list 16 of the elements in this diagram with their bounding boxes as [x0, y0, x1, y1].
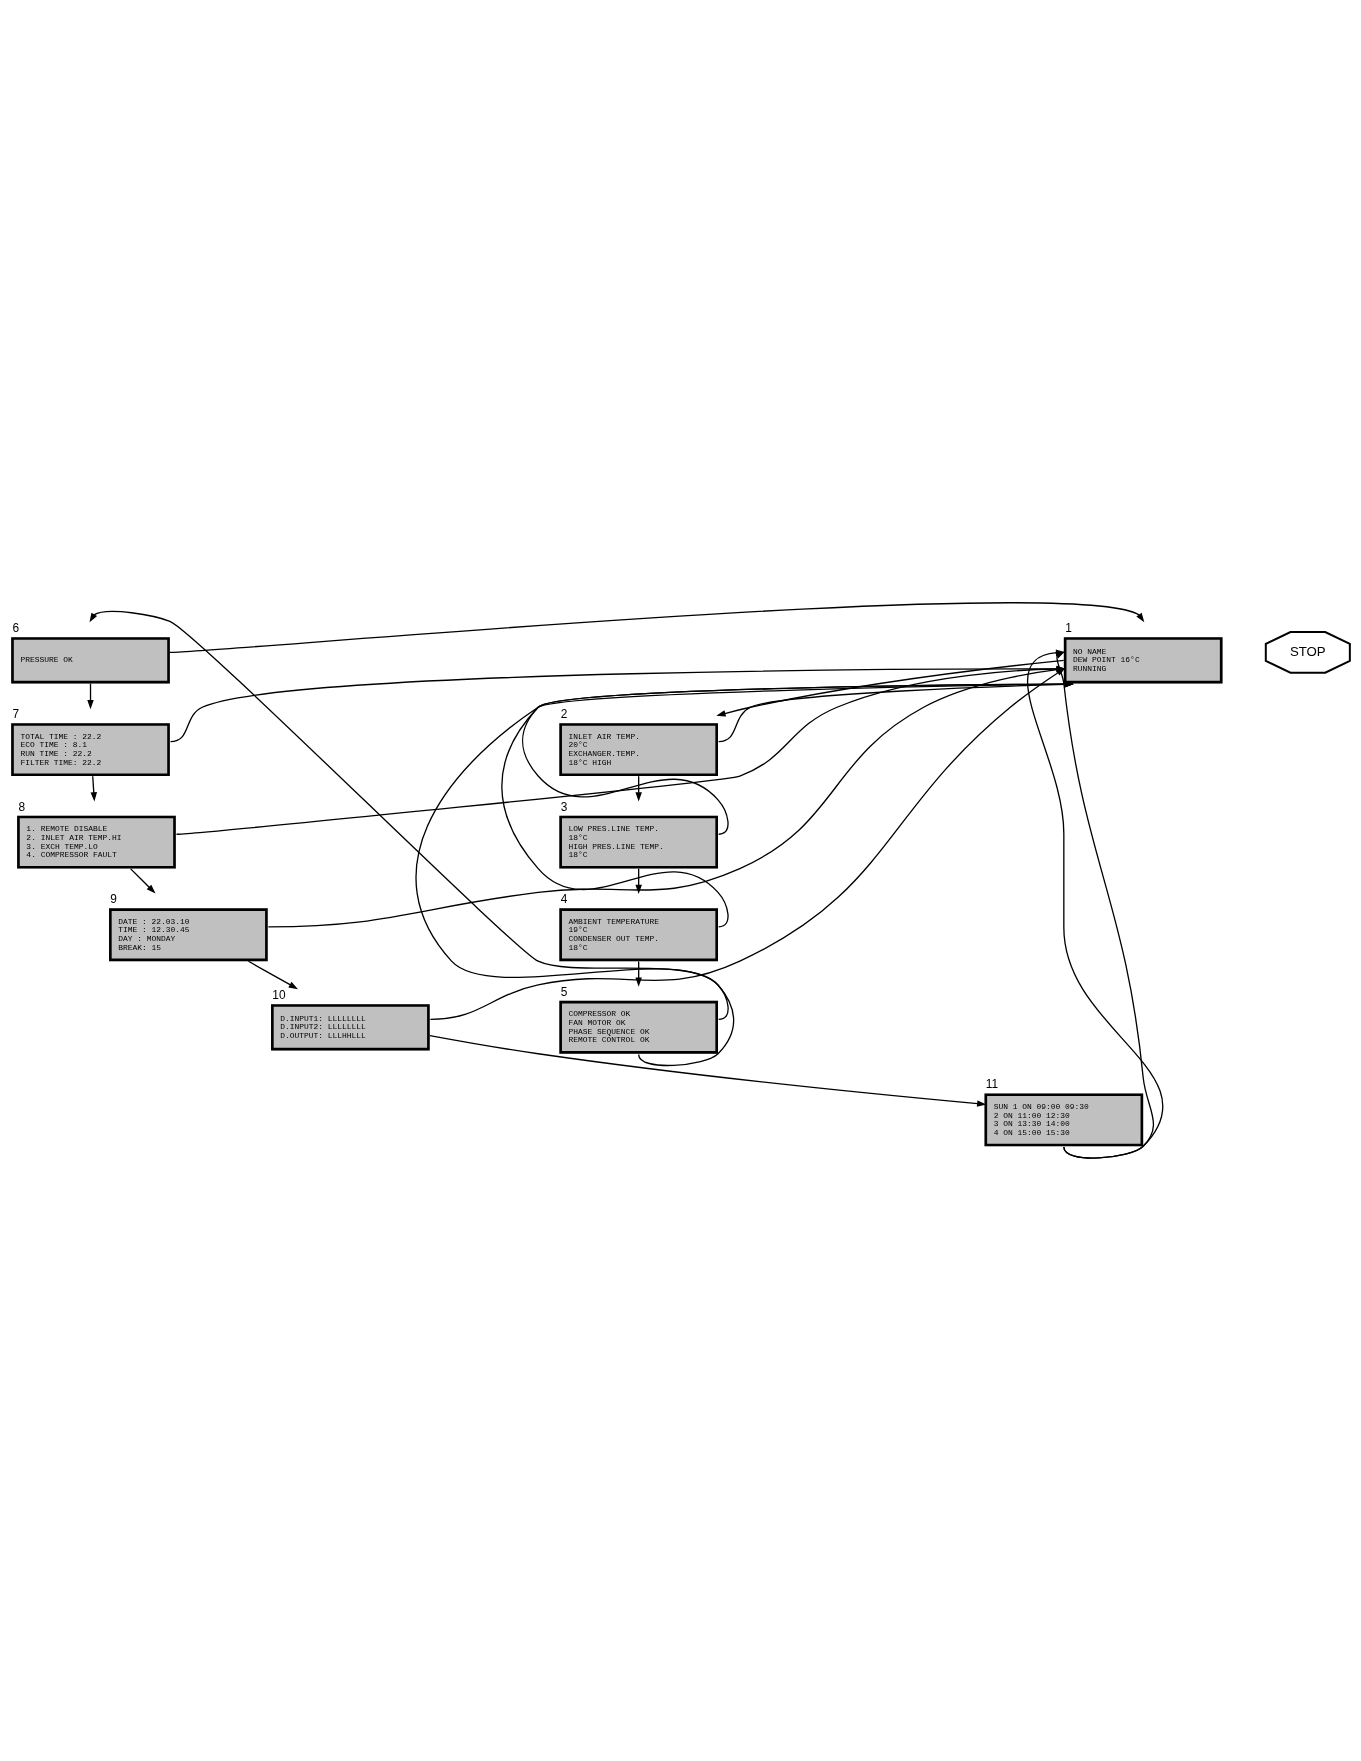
arrow — [247, 960, 298, 990]
node-label: 10 — [272, 988, 286, 1003]
node-label: 7 — [12, 707, 20, 722]
node-label: 5 — [560, 984, 568, 999]
arrow — [90, 775, 97, 802]
node-label: 9 — [110, 892, 117, 907]
node-label: 2 — [560, 707, 568, 722]
node-label: 8 — [18, 799, 26, 814]
node-label: 3 — [560, 799, 568, 814]
label: STOP — [1289, 643, 1326, 659]
node-label: 6 — [12, 621, 20, 636]
node-label: 11 — [985, 1077, 999, 1092]
arrow — [130, 868, 156, 894]
arrow — [429, 1034, 987, 1107]
node-label: 4 — [560, 892, 568, 907]
node-label: 1 — [1065, 621, 1072, 636]
